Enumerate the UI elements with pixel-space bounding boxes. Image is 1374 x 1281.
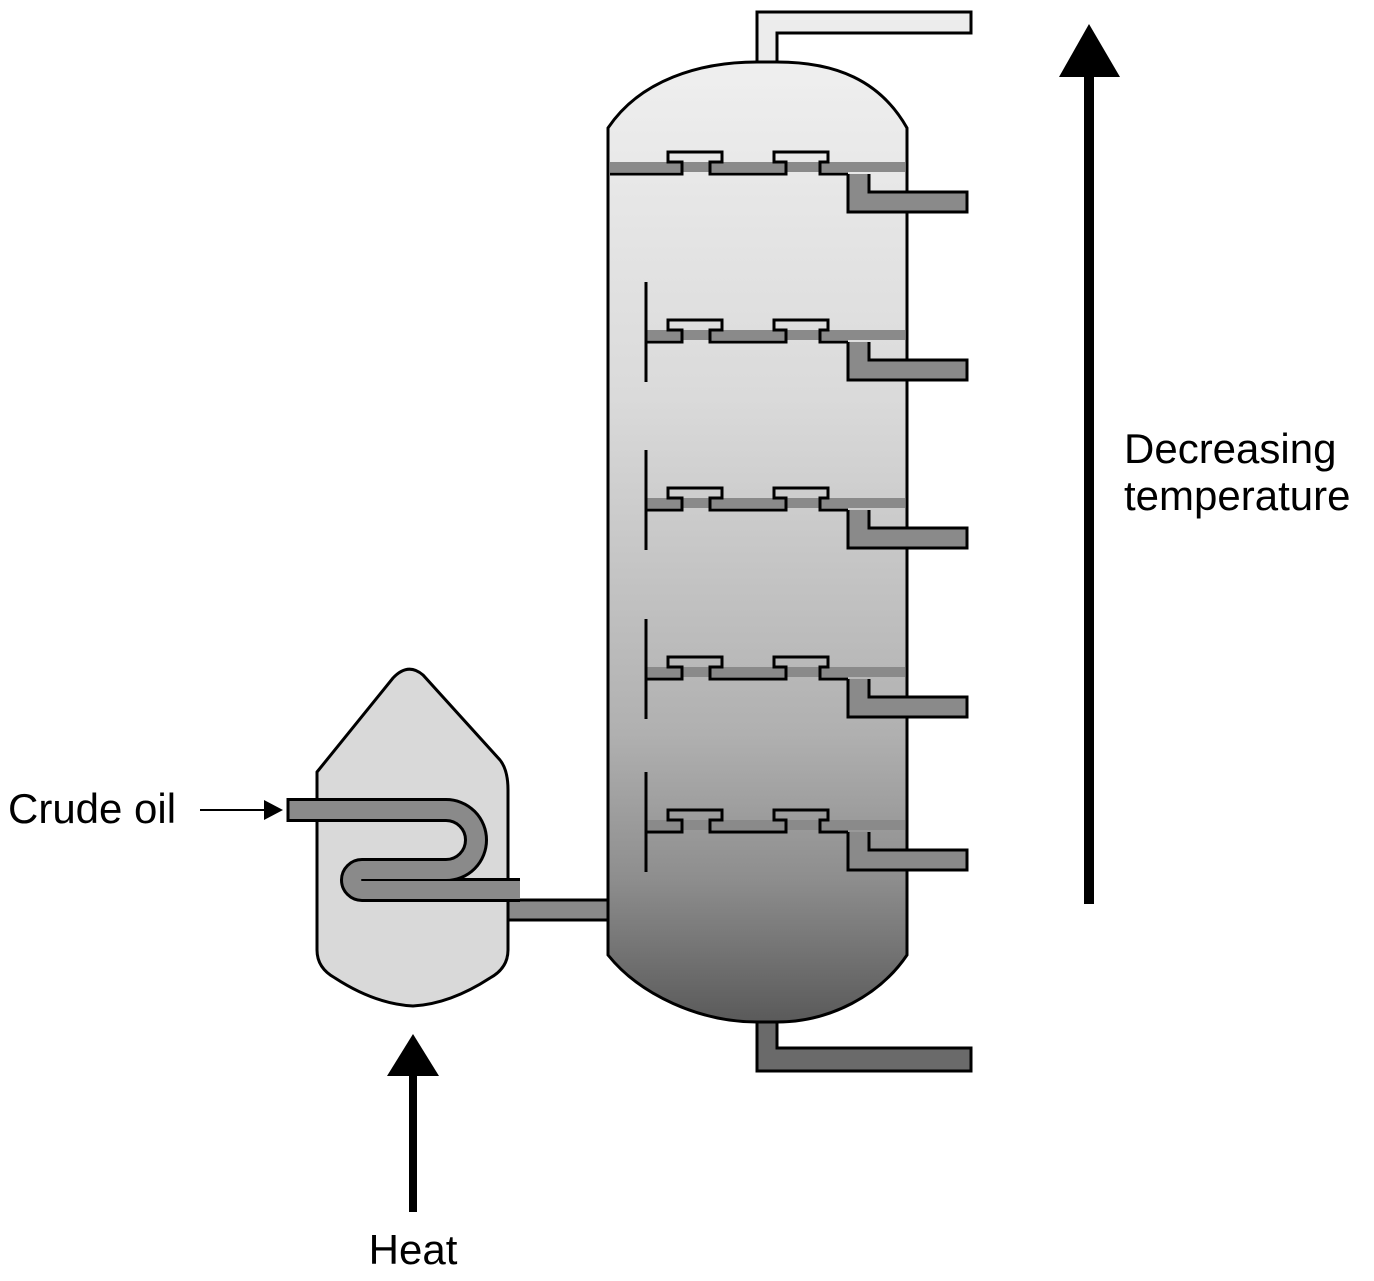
bubble-caps xyxy=(646,318,848,344)
tray-liquid xyxy=(610,162,905,172)
tray-liquid xyxy=(646,498,905,508)
tray-liquid xyxy=(646,667,905,677)
tray-4 xyxy=(644,619,969,719)
side-draw-off-pipe xyxy=(846,342,969,382)
feed-pipe xyxy=(503,898,610,922)
fractionating-column xyxy=(606,60,909,1024)
tray-2 xyxy=(644,282,969,382)
side-draw-off-pipe xyxy=(846,832,969,872)
furnace xyxy=(315,667,510,1008)
bubble-caps xyxy=(610,150,848,176)
crude-oil-arrow xyxy=(200,800,283,820)
bottom-outlet-pipe xyxy=(755,1020,973,1073)
tray-5 xyxy=(644,772,969,872)
bubble-caps xyxy=(646,655,848,681)
side-draw-off-pipe xyxy=(846,510,969,550)
temperature-label-line1: Decreasing xyxy=(1124,425,1336,472)
crude-oil-label: Crude oil xyxy=(8,785,176,832)
temperature-label-line2: temperature xyxy=(1124,472,1350,519)
heating-coil-fill xyxy=(288,801,520,899)
side-draw-off-pipe xyxy=(846,174,969,214)
bubble-caps xyxy=(646,486,848,512)
tray-3 xyxy=(644,450,969,550)
bubble-caps xyxy=(646,808,848,834)
heat-arrow xyxy=(387,1034,439,1212)
heat-label: Heat xyxy=(369,1226,458,1273)
top-outlet-pipe xyxy=(755,10,973,63)
temperature-arrow xyxy=(1059,24,1120,904)
tray-liquid xyxy=(646,330,905,340)
column-trays xyxy=(610,150,969,872)
tray-1 xyxy=(610,150,969,214)
side-draw-off-pipe xyxy=(846,679,969,719)
tray-liquid xyxy=(646,820,905,830)
